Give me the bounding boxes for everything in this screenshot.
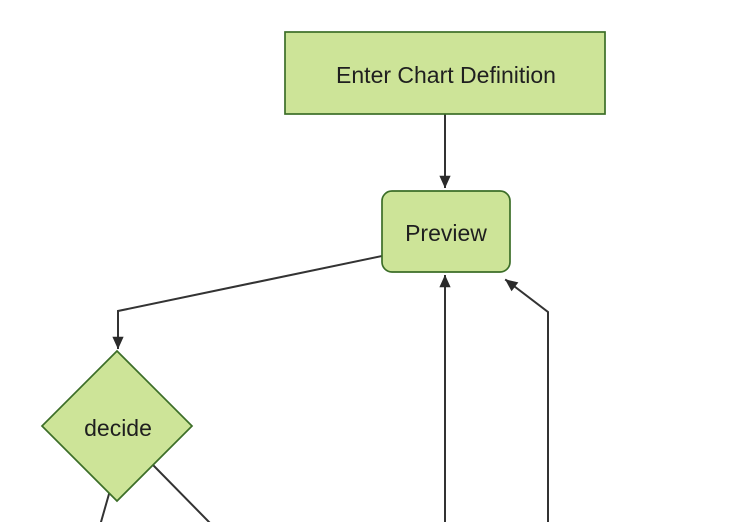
node-enter-chart-definition-label: Enter Chart Definition bbox=[336, 62, 556, 88]
edge-decide-to-offscreen-bottom-right bbox=[151, 463, 211, 522]
edge-layer bbox=[99, 112, 549, 522]
edge-offscreen-bottom-right-to-preview bbox=[504, 278, 549, 522]
node-decide-label: decide bbox=[84, 415, 152, 441]
edge-preview-to-decide bbox=[112, 254, 384, 350]
node-decide bbox=[40, 349, 194, 503]
edge-decide-to-offscreen-bottom-left bbox=[99, 492, 111, 522]
node-layer: Enter Chart Definition Preview decide bbox=[40, 31, 606, 503]
node-preview-label: Preview bbox=[405, 220, 487, 246]
node-preview bbox=[381, 190, 511, 273]
node-enter-chart-definition bbox=[284, 31, 606, 115]
